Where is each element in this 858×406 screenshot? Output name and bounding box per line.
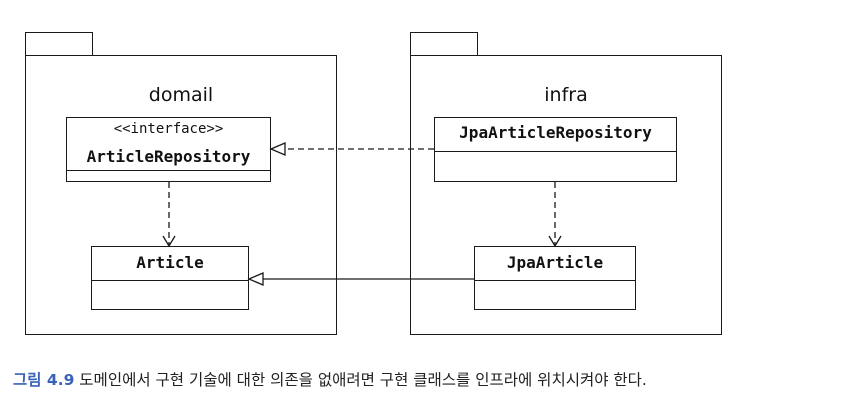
domain-package-tab [25, 32, 93, 56]
figure-caption: 그림 4.9 도메인에서 구현 기술에 대한 의존을 없애려면 구현 클래스를 … [13, 368, 647, 390]
jpa-article-repository-class: JpaArticleRepository [434, 117, 677, 182]
jpa-article-header: JpaArticle [475, 247, 635, 281]
jpa-article-class: JpaArticle [474, 246, 636, 310]
article-header: Article [92, 247, 248, 281]
figure-caption-text: 도메인에서 구현 기술에 대한 의존을 없애려면 구현 클래스를 인프라에 위치… [74, 371, 647, 389]
interface-stereotype: <<interface>> [113, 121, 224, 137]
jpa-article-repository-header: JpaArticleRepository [435, 118, 676, 152]
article-class: Article [91, 246, 249, 310]
domain-package-name: domail [148, 84, 214, 106]
article-repository-name: ArticleRepository [86, 147, 251, 166]
infra-package-tab [410, 32, 478, 56]
jpa-article-name: JpaArticle [506, 253, 604, 272]
article-repository-header: <<interface>> ArticleRepository [67, 118, 270, 171]
jpa-article-repository-name: JpaArticleRepository [459, 123, 652, 142]
article-name: Article [136, 253, 204, 272]
article-repository-class: <<interface>> ArticleRepository [66, 117, 271, 182]
infra-package-name: infra [544, 84, 588, 106]
figure-label: 그림 4.9 [13, 371, 75, 389]
